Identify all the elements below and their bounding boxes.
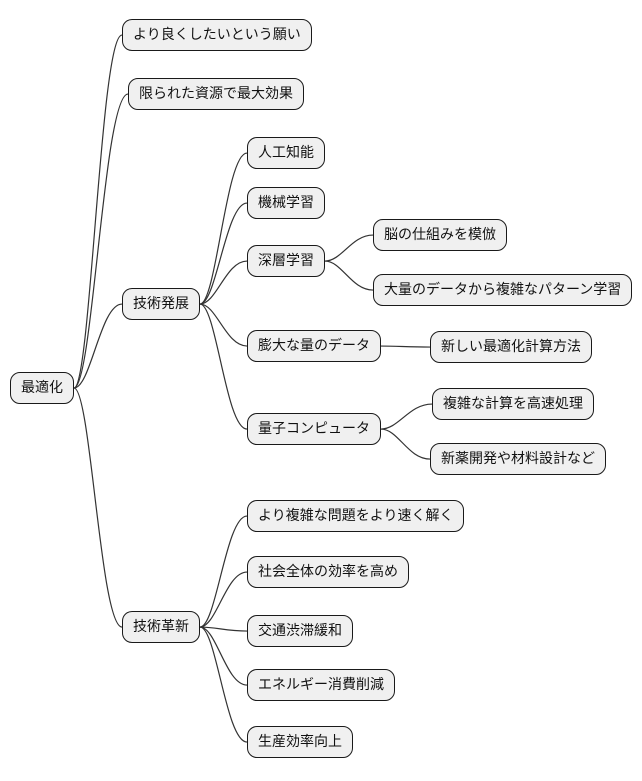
node-limited-resources-max-effect: 限られた資源で最大効果 xyxy=(128,78,304,111)
node-solve-complex-problems-faster: より複雑な問題をより速く解く xyxy=(247,500,465,533)
node-high-speed-complex-calculation: 複雑な計算を高速処理 xyxy=(432,388,594,421)
node-optimization: 最適化 xyxy=(10,372,74,405)
node-complex-pattern-learning-from-big-data: 大量のデータから複雑なパターン学習 xyxy=(373,274,633,307)
node-desire-to-improve: より良くしたいという願い xyxy=(122,19,312,52)
node-quantum-computer: 量子コンピュータ xyxy=(247,413,381,446)
node-energy-consumption-reduction: エネルギー消費削減 xyxy=(247,669,395,702)
node-artificial-intelligence: 人工知能 xyxy=(247,137,325,170)
node-drug-development-material-design: 新薬開発や材料設計など xyxy=(430,443,606,476)
node-deep-learning: 深層学習 xyxy=(247,245,325,278)
node-production-efficiency-improvement: 生産効率向上 xyxy=(247,726,353,759)
node-improve-societal-efficiency: 社会全体の効率を高め xyxy=(247,556,409,589)
node-machine-learning: 機械学習 xyxy=(247,187,325,220)
node-traffic-congestion-relief: 交通渋滞緩和 xyxy=(247,615,353,648)
node-mimics-brain-structure: 脳の仕組みを模倣 xyxy=(373,219,507,252)
node-huge-amounts-of-data: 膨大な量のデータ xyxy=(247,330,381,363)
node-technological-development: 技術発展 xyxy=(122,288,200,321)
node-technological-innovation: 技術革新 xyxy=(122,611,200,644)
node-new-optimization-calculation-method: 新しい最適化計算方法 xyxy=(430,331,592,364)
